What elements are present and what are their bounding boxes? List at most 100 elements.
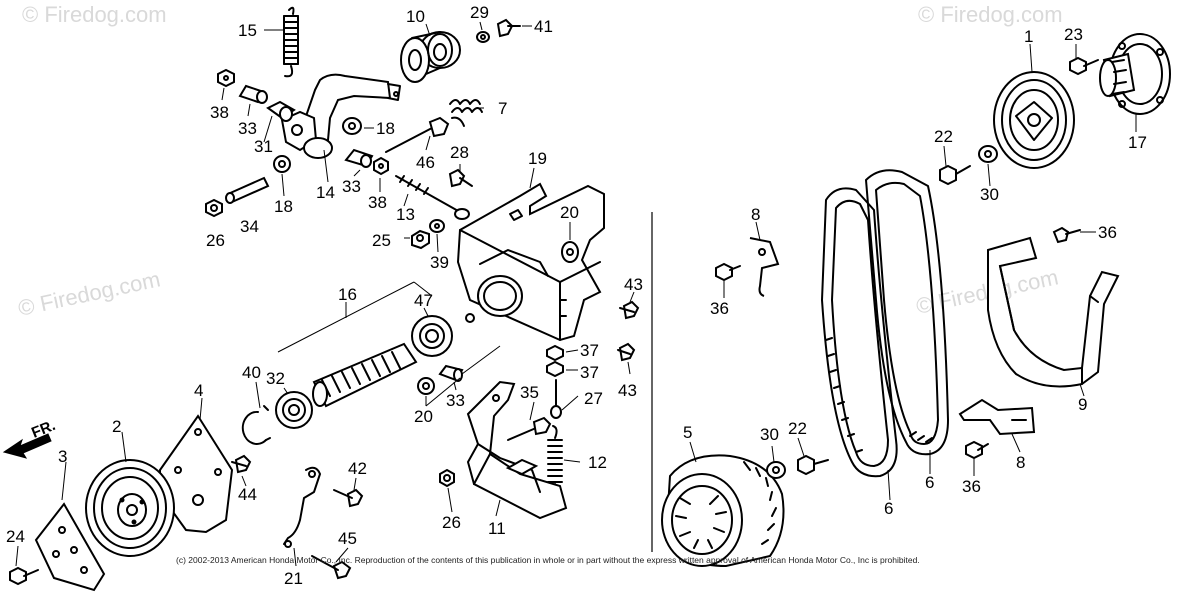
callout-6-a: 6 [884,499,893,518]
part-38-nut-b [373,156,389,176]
part-30-washer-b [978,145,998,163]
part-17-hub [1099,33,1171,115]
part-23-bolt [1069,56,1099,76]
callout-1: 1 [1024,27,1033,46]
part-30-washer-a [766,461,786,479]
part-19-bracket [456,182,605,342]
callout-32: 32 [266,369,285,388]
callout-5: 5 [683,423,692,442]
callout-36-c: 36 [962,477,981,496]
callout-39: 39 [430,253,449,272]
front-direction-label: FR. [29,417,58,442]
callout-37-b: 37 [580,363,599,382]
callout-33-c: 33 [446,391,465,410]
part-16-drive-shaft [312,342,418,408]
callout-30-a: 30 [980,185,999,204]
callout-31: 31 [254,137,273,156]
callout-43-b: 43 [618,381,637,400]
part-36-bolt-b [1052,226,1081,244]
part-8-bracket-a [749,237,780,297]
copyright-notice: (c) 2002-2013 American Honda Motor Co., … [176,555,920,565]
callout-8-b: 8 [1016,453,1025,472]
part-36-bolt-a [715,262,741,282]
part-26-nut-b [439,468,455,488]
part-13-adjusting-rod [395,175,470,220]
callout-6-b: 6 [925,473,934,492]
callout-13: 13 [396,205,415,224]
callout-20-b: 20 [414,407,433,426]
part-6-drive-belt-a [821,187,898,478]
part-25-nut [411,229,430,250]
part-40-circlip [241,405,271,445]
callout-19: 19 [528,149,547,168]
part-28-bolt [448,168,473,188]
part-46-bolt [385,116,450,153]
part-31-bushing [266,100,296,122]
part-42-bolt [333,488,364,508]
callout-17: 17 [1128,133,1147,152]
callout-10: 10 [406,7,425,26]
callout-26-b: 26 [442,513,461,532]
callout-27: 27 [584,389,603,408]
part-14-tension-arm [280,73,401,159]
callout-12: 12 [588,453,607,472]
callout-45: 45 [338,529,357,548]
callout-34: 34 [240,217,259,236]
callout-33-a: 33 [238,119,257,138]
front-direction-arrow: FR. [2,417,58,459]
part-20-collar-a [561,241,579,263]
part-11-lever-bracket [466,380,568,520]
callout-8-a: 8 [751,205,760,224]
callout-33-b: 33 [342,177,361,196]
callout-11: 11 [488,519,506,538]
part-8-bracket-b [958,398,1036,436]
callout-22-b: 22 [788,419,807,438]
part-18-washer-b [273,155,291,173]
callout-38-b: 38 [368,193,387,212]
callout-41: 41 [534,17,553,36]
callout-18-a: 18 [376,119,395,138]
part-29-washer [476,31,490,43]
callout-20-a: 20 [560,203,579,222]
part-38-nut-a [217,68,235,88]
callout-22-a: 22 [934,127,953,146]
part-21-clamp [283,466,321,548]
part-41-bolt [496,18,521,38]
part-9-belt-guard [987,236,1120,388]
part-3-plate [34,502,106,592]
callout-2: 2 [112,417,121,436]
callout-21: 21 [284,569,303,588]
callout-14: 14 [316,183,335,202]
callout-42: 42 [348,459,367,478]
part-2-pulley [85,459,175,557]
callout-35: 35 [520,383,539,402]
callout-18-b: 18 [274,197,293,216]
watermark-top-right: © Firedog.com [918,2,1063,27]
callout-36-b: 36 [1098,223,1117,242]
callout-16: 16 [338,285,357,304]
callout-24: 24 [6,527,25,546]
part-22-bolt-b [939,164,971,186]
part-37-nut-b [546,360,564,378]
part-45-bolt [311,555,352,580]
callout-7: 7 [498,99,507,118]
callout-15: 15 [238,21,257,40]
callout-40: 40 [242,363,261,382]
part-7-spring [449,99,483,127]
part-10-roller [400,31,461,83]
callout-28: 28 [450,143,469,162]
callout-4: 4 [194,381,203,400]
callout-30-b: 30 [760,425,779,444]
part-20-collar-b [417,377,435,395]
part-34-pin [225,176,270,204]
part-43-bolt-a [619,300,640,320]
part-15-spring [283,6,299,78]
part-37-nut-a [546,344,564,362]
watermark-mid-left: © Firedog.com [16,266,163,321]
part-5-sprocket [661,454,785,568]
callout-3: 3 [58,447,67,466]
callout-23: 23 [1064,25,1083,44]
part-6-drive-belt-b [865,169,949,456]
part-18-washer-a [342,117,362,135]
